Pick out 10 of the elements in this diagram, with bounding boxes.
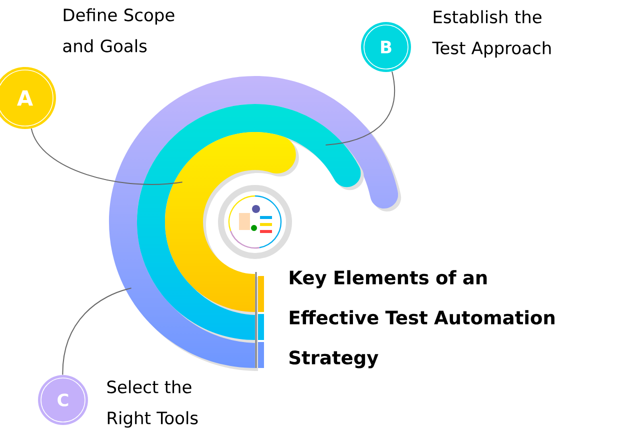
step-label: Define Scope and Goals: [63, 8, 174, 52]
leader-line: [325, 70, 395, 146]
leader-line: [62, 288, 132, 376]
letter-badge: B: [361, 22, 411, 72]
leader-line: [30, 128, 183, 185]
title: Key Elements of an Effective Test Automation Strategy: [290, 270, 554, 368]
letter-badge: A: [0, 67, 56, 129]
letter-badge: C: [38, 375, 88, 425]
step-label: Select the Right Tools: [107, 380, 198, 428]
step-label: Establish the Test Approach: [432, 10, 551, 58]
